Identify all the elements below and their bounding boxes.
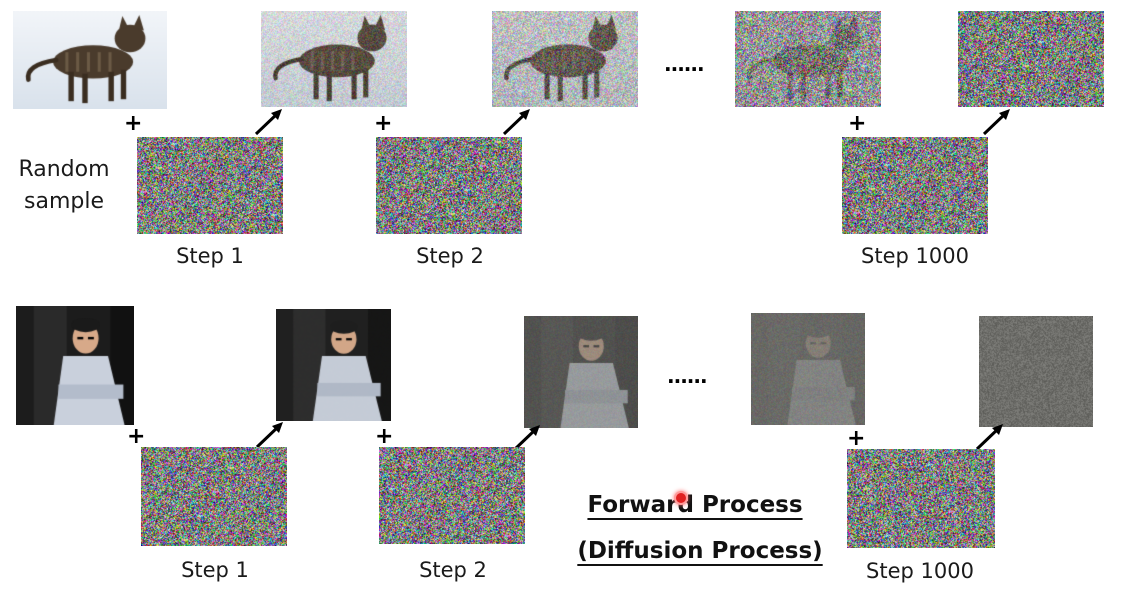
random-sample-line-2: sample bbox=[24, 189, 104, 214]
step-label: Step 1000 bbox=[866, 559, 974, 583]
arrow-icon bbox=[255, 422, 283, 449]
ellipsis-top: ...... bbox=[664, 52, 705, 76]
step-label: Step 2 bbox=[416, 244, 484, 268]
plus-sign: + bbox=[848, 111, 867, 136]
plus-sign: + bbox=[124, 111, 143, 136]
plus-sign: + bbox=[375, 424, 394, 449]
gaussian-noise-sample bbox=[842, 137, 988, 234]
step-label: Step 2 bbox=[419, 558, 487, 582]
plus-sign: + bbox=[374, 111, 393, 136]
step-label: Step 1 bbox=[181, 558, 249, 582]
step-label: Step 1 bbox=[176, 244, 244, 268]
ellipsis-bottom: ...... bbox=[667, 364, 708, 388]
random-sample-label: Random sample bbox=[8, 154, 120, 218]
cat-noisy-step-2-image bbox=[492, 11, 638, 107]
arrow-icon bbox=[975, 424, 1003, 451]
forward-process-title: Forward Process bbox=[587, 492, 803, 518]
cat-noisy-step-999-image bbox=[735, 11, 881, 107]
diffusion-process-subtitle: (Diffusion Process) bbox=[577, 538, 823, 564]
random-sample-line-1: Random bbox=[18, 157, 110, 182]
arrow-icon bbox=[254, 109, 282, 136]
person-noisy-step-999-image bbox=[751, 313, 865, 425]
gaussian-noise-sample bbox=[379, 447, 525, 544]
gaussian-noise-sample bbox=[376, 137, 522, 234]
pointer-cursor-icon bbox=[674, 491, 688, 505]
arrow-icon bbox=[512, 425, 540, 452]
arrow-icon bbox=[502, 109, 530, 136]
cat-pure-noise-image bbox=[958, 11, 1104, 107]
arrow-icon bbox=[982, 109, 1010, 136]
person-original-image bbox=[16, 306, 134, 425]
plus-sign: + bbox=[127, 424, 146, 449]
gaussian-noise-sample bbox=[847, 449, 995, 548]
cat-original-image bbox=[13, 11, 167, 109]
gaussian-noise-sample bbox=[141, 447, 287, 546]
person-pure-noise-image bbox=[979, 316, 1093, 427]
person-noisy-step-1-image bbox=[276, 309, 391, 421]
step-label: Step 1000 bbox=[861, 244, 969, 268]
gaussian-noise-sample bbox=[137, 137, 283, 234]
plus-sign: + bbox=[847, 426, 866, 451]
cat-noisy-step-1-image bbox=[261, 11, 407, 107]
person-noisy-step-2-image bbox=[524, 316, 638, 428]
